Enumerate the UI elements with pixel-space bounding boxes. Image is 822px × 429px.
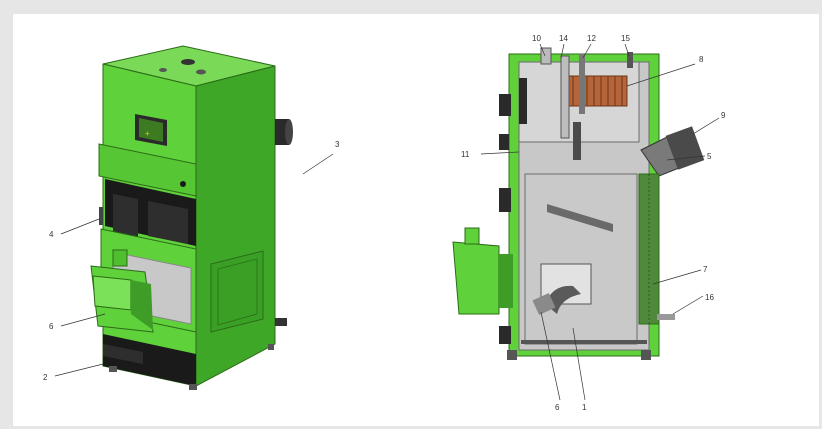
boiler-diagram: +: [43, 34, 726, 412]
callout-4: 4: [49, 230, 54, 239]
callout-1: 1: [582, 403, 587, 412]
callout-16: 16: [705, 293, 714, 302]
boiler-cross-section: 10 14 12 15 8 11 9 5 7 16 6 1: [452, 34, 726, 412]
callout-2: 2: [43, 373, 48, 382]
callout-9: 9: [721, 111, 726, 120]
control-panel-symbol: +: [145, 129, 150, 138]
callout-15: 15: [621, 34, 630, 43]
callout-7: 7: [703, 265, 708, 274]
section-pellet-burner: [452, 227, 513, 315]
diagram-canvas: +: [13, 14, 819, 426]
callout-6: 6: [49, 322, 54, 331]
callout-6-section: 6: [555, 403, 560, 412]
callout-10: 10: [532, 34, 541, 43]
pellet-burner: [90, 249, 154, 333]
callout-14: 14: [559, 34, 568, 43]
heat-exchanger-coil: [566, 75, 628, 107]
callout-12: 12: [587, 34, 596, 43]
control-panel: +: [135, 114, 167, 146]
callout-8: 8: [699, 55, 704, 64]
boiler-exterior-view: +: [43, 45, 340, 390]
callout-11: 11: [461, 150, 470, 159]
callout-5: 5: [707, 152, 712, 161]
callout-3: 3: [335, 140, 340, 149]
